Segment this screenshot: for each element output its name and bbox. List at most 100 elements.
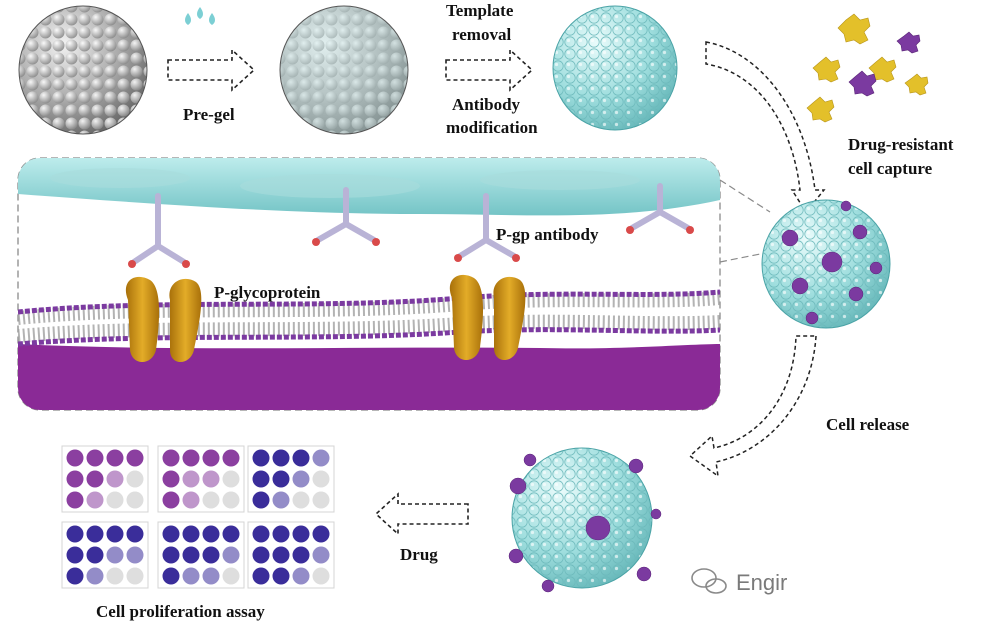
assay-well — [252, 470, 270, 488]
label-pre-gel: Pre-gel — [183, 105, 235, 124]
label-cell-release: Cell release — [826, 415, 910, 434]
assay-well — [292, 491, 310, 509]
assay-well — [272, 546, 290, 564]
assay-well — [202, 567, 220, 585]
assay-well — [272, 470, 290, 488]
assay-well — [222, 525, 240, 543]
assay-well — [162, 491, 180, 509]
assay-well — [252, 567, 270, 585]
assay-well — [182, 525, 200, 543]
released-cell-sphere — [508, 447, 662, 593]
assay-well — [126, 470, 144, 488]
assay-well — [66, 525, 84, 543]
assay-well — [312, 449, 330, 467]
assay-well — [106, 525, 124, 543]
assay-well — [106, 546, 124, 564]
watermark-text: Engir — [736, 570, 787, 595]
assay-well — [272, 491, 290, 509]
assay-well — [292, 546, 310, 564]
pre-gel-arrow — [167, 48, 256, 92]
assay-well — [66, 449, 84, 467]
assay-well — [86, 449, 104, 467]
assay-well — [222, 546, 240, 564]
assay-well — [312, 470, 330, 488]
antibody-tips — [128, 226, 694, 268]
assay-well — [66, 491, 84, 509]
assay-well — [126, 449, 144, 467]
assay-well — [182, 470, 200, 488]
assay-well — [312, 491, 330, 509]
assay-well — [126, 491, 144, 509]
assay-well — [202, 525, 220, 543]
pregel-sphere — [279, 5, 409, 135]
label-p-gp-antibody: P-gp antibody — [496, 225, 599, 244]
assay-well — [202, 546, 220, 564]
assay-well — [106, 449, 124, 467]
assay-well — [126, 567, 144, 585]
assay-well — [272, 567, 290, 585]
label-cell-proliferation-assay: Cell proliferation assay — [96, 602, 265, 621]
label-antibody: Antibody — [452, 95, 521, 114]
assay-well — [106, 567, 124, 585]
drug-resistant-cells — [806, 13, 929, 123]
assay-plates — [61, 445, 335, 589]
template-removal-arrow — [445, 48, 534, 92]
assay-well — [86, 567, 104, 585]
label-template: Template — [446, 1, 514, 20]
assay-well — [162, 470, 180, 488]
cell-release-arrow — [688, 335, 817, 478]
assay-well — [182, 567, 200, 585]
label-p-glycoprotein: P-glycoprotein — [214, 283, 321, 302]
assay-well — [66, 470, 84, 488]
assay-well — [312, 567, 330, 585]
assay-well — [222, 470, 240, 488]
p-glycoprotein-right — [449, 274, 526, 360]
assay-well — [292, 567, 310, 585]
cyan-hydrogel-sphere — [552, 5, 678, 131]
assay-well — [162, 449, 180, 467]
assay-well — [252, 525, 270, 543]
gray-template-sphere — [18, 5, 148, 135]
assay-well — [202, 491, 220, 509]
capture-arrow — [705, 41, 826, 214]
membrane-zoom-panel: P-gp antibody P-glycoprotein — [17, 157, 721, 411]
assay-well — [126, 546, 144, 564]
assay-well — [162, 546, 180, 564]
assay-well — [252, 546, 270, 564]
assay-well — [222, 449, 240, 467]
assay-well — [222, 491, 240, 509]
assay-well — [86, 525, 104, 543]
captured-cell-sphere — [761, 199, 891, 329]
assay-well — [182, 449, 200, 467]
assay-well — [66, 546, 84, 564]
drug-arrow — [374, 492, 469, 536]
assay-well — [182, 546, 200, 564]
assay-well — [252, 491, 270, 509]
assay-well — [86, 546, 104, 564]
watermark: Engir — [691, 568, 787, 595]
assay-well — [272, 525, 290, 543]
assay-well — [126, 525, 144, 543]
label-removal: removal — [452, 25, 511, 44]
assay-well — [86, 470, 104, 488]
assay-well — [106, 491, 124, 509]
assay-well — [312, 525, 330, 543]
wechat-icon — [691, 568, 727, 594]
label-cell-capture: cell capture — [848, 159, 933, 178]
label-drug: Drug — [400, 545, 438, 564]
drops-icon — [185, 7, 215, 25]
assay-well — [292, 525, 310, 543]
label-modification: modification — [446, 118, 538, 137]
assay-well — [162, 567, 180, 585]
assay-well — [106, 470, 124, 488]
assay-well — [66, 567, 84, 585]
assay-well — [272, 449, 290, 467]
label-drug-resistant: Drug-resistant — [848, 135, 954, 154]
antibodies — [131, 183, 691, 265]
zoom-connector-lines — [719, 179, 771, 263]
assay-well — [312, 546, 330, 564]
assay-well — [162, 525, 180, 543]
assay-well — [292, 449, 310, 467]
assay-well — [86, 491, 104, 509]
